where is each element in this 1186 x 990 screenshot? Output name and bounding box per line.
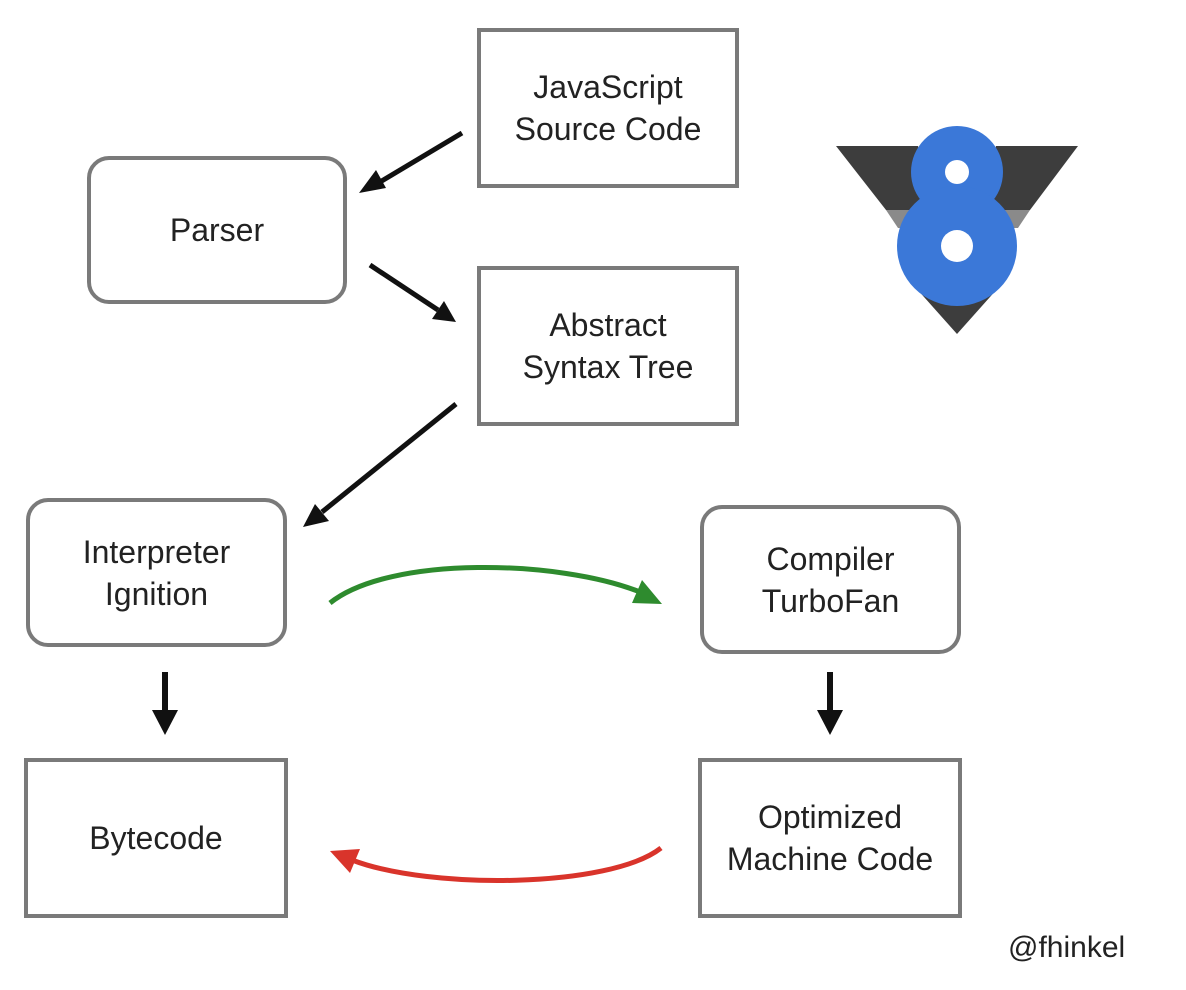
bytecode-node: Bytecode <box>24 758 288 918</box>
interpreter-line1: Interpreter <box>82 533 231 570</box>
interpreter-line2: Ignition <box>104 575 209 612</box>
compiler-line1: Compiler <box>766 540 895 577</box>
javascript-source-line2: Source Code <box>514 111 702 147</box>
parser-node: Parser <box>87 156 347 304</box>
arrow-interpreter-to-bytecode <box>152 672 178 735</box>
bytecode-label: Bytecode <box>89 820 223 856</box>
arrow-compiler-to-optimized <box>817 672 843 735</box>
arrow-parser-to-ast <box>368 262 456 322</box>
javascript-source-line1: JavaScript <box>533 69 683 105</box>
arrow-interpreter-to-compiler <box>328 564 662 605</box>
abstract-syntax-tree-node: Abstract Syntax Tree <box>477 266 739 426</box>
optimized-machine-code-node: Optimized Machine Code <box>698 758 962 918</box>
compiler-turbofan-node: Compiler TurboFan <box>700 505 961 654</box>
ast-line1: Abstract <box>549 307 667 343</box>
arrow-optimized-to-bytecode <box>330 846 663 883</box>
compiler-line2: TurboFan <box>761 582 900 619</box>
v8-logo-icon <box>836 126 1078 334</box>
arrow-ast-to-interpreter <box>303 402 458 527</box>
optimized-line1: Optimized <box>757 799 903 835</box>
javascript-source-code-node: JavaScript Source Code <box>477 28 739 188</box>
ast-line2: Syntax Tree <box>522 349 694 385</box>
author-credit: @fhinkel <box>1008 931 1126 964</box>
interpreter-ignition-node: Interpreter Ignition <box>26 498 287 647</box>
optimized-line2: Machine Code <box>726 841 934 877</box>
arrow-source-to-parser <box>359 130 464 193</box>
parser-label: Parser <box>169 212 265 248</box>
